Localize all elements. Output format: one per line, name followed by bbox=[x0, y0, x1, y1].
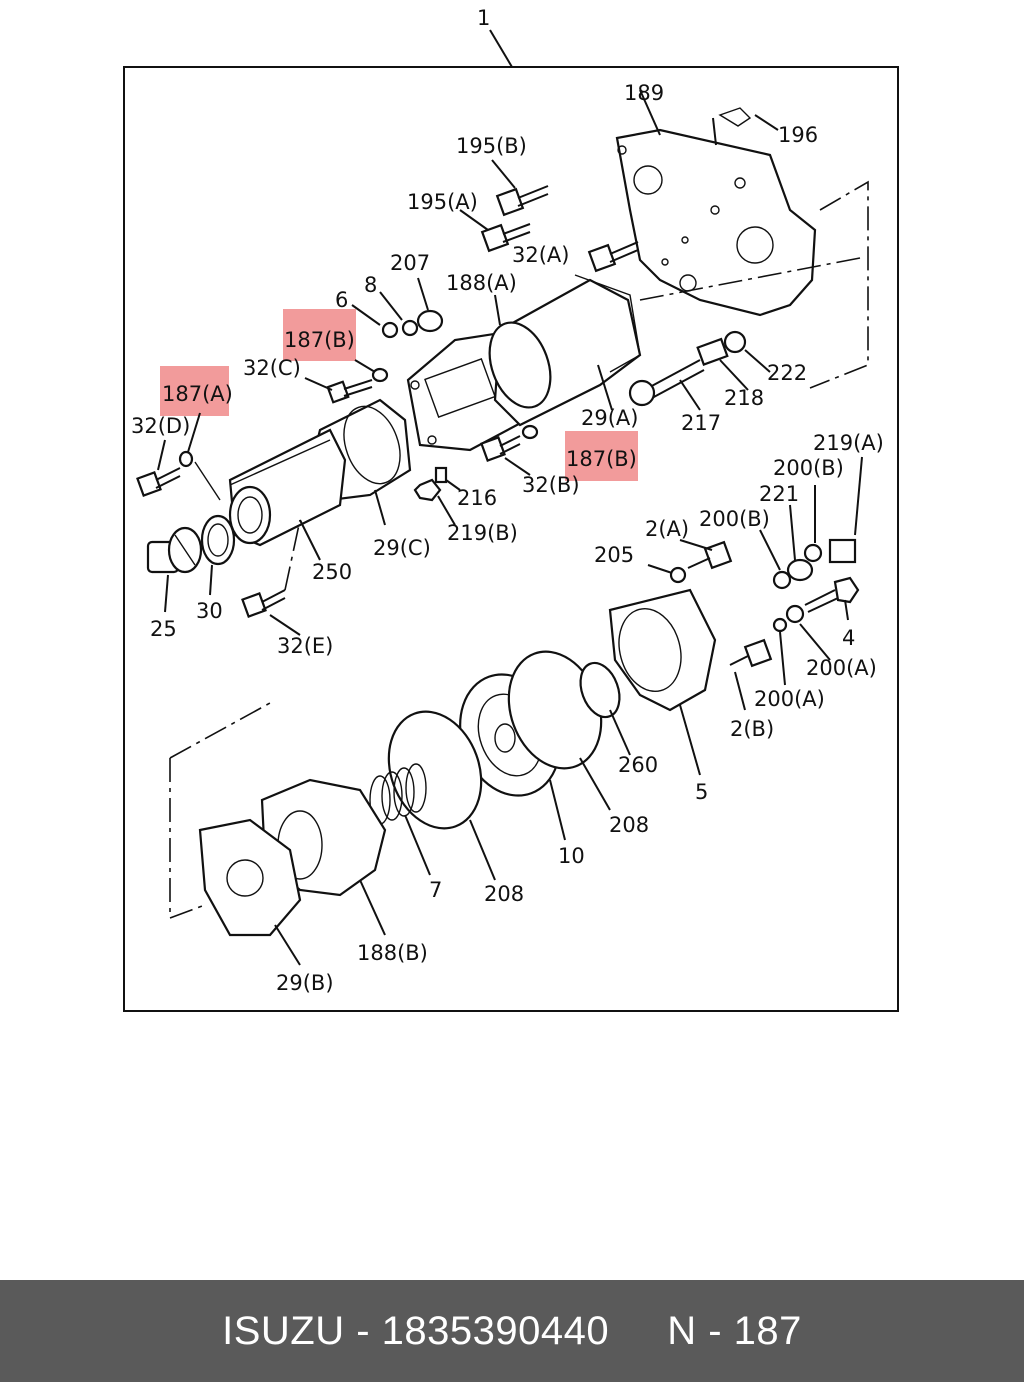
label-217: 217 bbox=[681, 411, 721, 435]
label-2b: 2(B) bbox=[730, 717, 774, 741]
label-32c: 32(C) bbox=[243, 356, 301, 380]
bolt-4 bbox=[804, 576, 860, 621]
bolt-32a bbox=[587, 241, 639, 273]
label-218: 218 bbox=[724, 386, 764, 410]
label-222: 222 bbox=[767, 361, 807, 385]
ring-8 bbox=[401, 319, 419, 337]
cylinder-29a bbox=[488, 274, 642, 427]
plate-29b bbox=[198, 818, 302, 966]
exploded-parts-diagram: 1 189 196 195(B) 195(A) 32(A) 207 8 6 18… bbox=[123, 6, 899, 1012]
label-30: 30 bbox=[196, 599, 223, 623]
label-32d: 32(D) bbox=[131, 414, 190, 438]
bolt-195a bbox=[480, 223, 531, 253]
label-32e: 32(E) bbox=[277, 634, 333, 658]
label-216: 216 bbox=[457, 486, 497, 510]
label-208-upper: 208 bbox=[609, 813, 649, 837]
label-250: 250 bbox=[312, 560, 352, 584]
label-187a: 187(A) bbox=[162, 382, 233, 406]
cap-219a bbox=[828, 538, 857, 564]
label-188a: 188(A) bbox=[446, 271, 517, 295]
label-29b: 29(B) bbox=[276, 971, 334, 995]
label-29a: 29(A) bbox=[581, 406, 638, 430]
ring-6 bbox=[381, 321, 399, 339]
label-219a: 219(A) bbox=[813, 431, 884, 455]
label-195b: 195(B) bbox=[456, 134, 527, 158]
bolt-32d bbox=[136, 467, 181, 497]
label-200a-1: 200(A) bbox=[806, 656, 877, 680]
label-189: 189 bbox=[624, 81, 664, 105]
label-195a: 195(A) bbox=[407, 190, 478, 214]
label-7: 7 bbox=[429, 878, 442, 902]
label-5: 5 bbox=[695, 780, 708, 804]
plug-25 bbox=[146, 526, 203, 613]
seal-208-lower bbox=[387, 710, 483, 830]
highlight-187a bbox=[160, 366, 229, 416]
label-6: 6 bbox=[335, 288, 348, 312]
washer-207 bbox=[416, 309, 444, 333]
footer-part-info: ISUZU - 1835390440 N - 187 bbox=[222, 1309, 802, 1353]
highlight-187b-right bbox=[565, 431, 638, 481]
label-196: 196 bbox=[778, 123, 818, 147]
label-8: 8 bbox=[364, 273, 377, 297]
label-187b-right: 187(B) bbox=[566, 447, 637, 471]
label-32a: 32(A) bbox=[512, 243, 569, 267]
tube-250 bbox=[228, 428, 347, 561]
label-260: 260 bbox=[618, 753, 658, 777]
highlight-187b-top bbox=[283, 309, 356, 361]
label-187b-top: 187(B) bbox=[284, 328, 355, 352]
label-4: 4 bbox=[842, 626, 855, 650]
label-208-lower: 208 bbox=[484, 882, 524, 906]
ring-260 bbox=[579, 661, 621, 719]
label-200a-2: 200(A) bbox=[754, 687, 825, 711]
label-221: 221 bbox=[759, 482, 799, 506]
footer-bar: ISUZU - 1835390440 N - 187 bbox=[0, 1280, 1024, 1382]
bolt-195b bbox=[495, 185, 549, 217]
part-labels: 1 189 196 195(B) 195(A) 32(A) 207 8 6 18… bbox=[131, 6, 884, 995]
label-2a: 2(A) bbox=[645, 517, 689, 541]
label-188b: 188(B) bbox=[357, 941, 428, 965]
bolt-32c bbox=[326, 379, 373, 404]
pump-plate-189 bbox=[615, 107, 817, 317]
label-205: 205 bbox=[594, 543, 634, 567]
label-29c: 29(C) bbox=[373, 536, 431, 560]
label-200b-2: 200(B) bbox=[699, 507, 770, 531]
housing-5 bbox=[608, 588, 717, 776]
label-200b-1: 200(B) bbox=[773, 456, 844, 480]
bolt-32b bbox=[480, 435, 521, 462]
label-207: 207 bbox=[390, 251, 430, 275]
label-219b: 219(B) bbox=[447, 521, 518, 545]
label-32b: 32(B) bbox=[522, 473, 580, 497]
bolt-2b bbox=[729, 638, 773, 668]
label-25: 25 bbox=[150, 617, 177, 641]
label-10: 10 bbox=[558, 844, 585, 868]
ring-30 bbox=[200, 514, 236, 566]
bolt-2a bbox=[687, 540, 733, 570]
bolt-32e bbox=[241, 589, 286, 618]
label-1: 1 bbox=[477, 6, 490, 30]
